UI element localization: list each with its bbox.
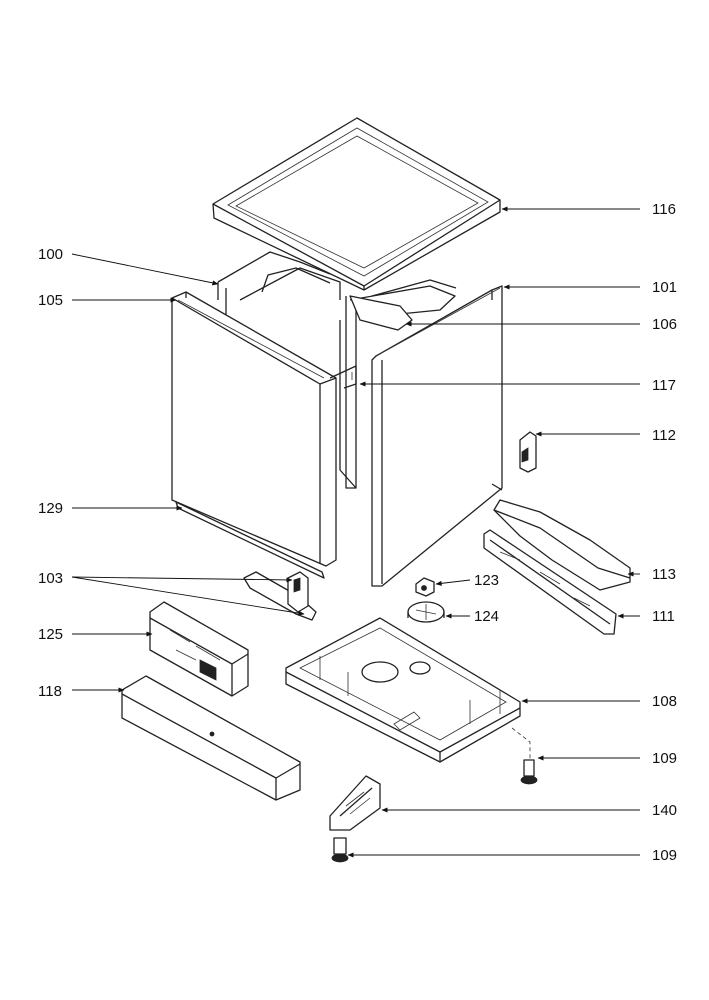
label-111: 111 xyxy=(652,608,675,625)
part-101-right-panel xyxy=(371,285,503,587)
callout-labels: 116 100 101 105 106 117 112 129 113 103 … xyxy=(38,201,677,864)
part-103-hinge xyxy=(243,571,317,621)
part-111-rail xyxy=(483,529,617,635)
label-103: 103 xyxy=(38,570,63,587)
part-123-sensor xyxy=(415,577,435,597)
part-116-worktop xyxy=(212,117,501,291)
part-109-foot-upper xyxy=(511,727,538,785)
part-140-bracket xyxy=(329,775,381,831)
part-118-toe-kick xyxy=(121,675,301,801)
part-112-clip xyxy=(519,431,537,473)
label-118: 118 xyxy=(38,683,62,700)
label-109a: 109 xyxy=(652,750,677,767)
label-140: 140 xyxy=(652,802,677,819)
label-129: 129 xyxy=(38,500,63,517)
label-108: 108 xyxy=(652,693,677,710)
label-124: 124 xyxy=(474,608,499,625)
part-125-control-module xyxy=(149,601,249,697)
label-100: 100 xyxy=(38,246,63,263)
label-117: 117 xyxy=(652,377,676,394)
part-124-cap xyxy=(407,601,445,623)
leader-lines xyxy=(71,206,640,858)
label-116: 116 xyxy=(652,201,676,218)
label-125: 125 xyxy=(38,626,63,643)
label-113: 113 xyxy=(652,566,676,583)
label-105: 105 xyxy=(38,292,63,309)
label-123: 123 xyxy=(474,572,499,589)
label-109b: 109 xyxy=(652,847,677,864)
label-101: 101 xyxy=(652,279,677,296)
part-117-seal xyxy=(329,365,357,389)
part-108-base-tray xyxy=(285,617,521,763)
label-106: 106 xyxy=(652,316,677,333)
part-109-foot-lower xyxy=(331,837,349,863)
part-105-left-panel xyxy=(171,291,337,567)
part-113-kick-plate xyxy=(493,499,631,591)
label-112: 112 xyxy=(652,427,676,444)
